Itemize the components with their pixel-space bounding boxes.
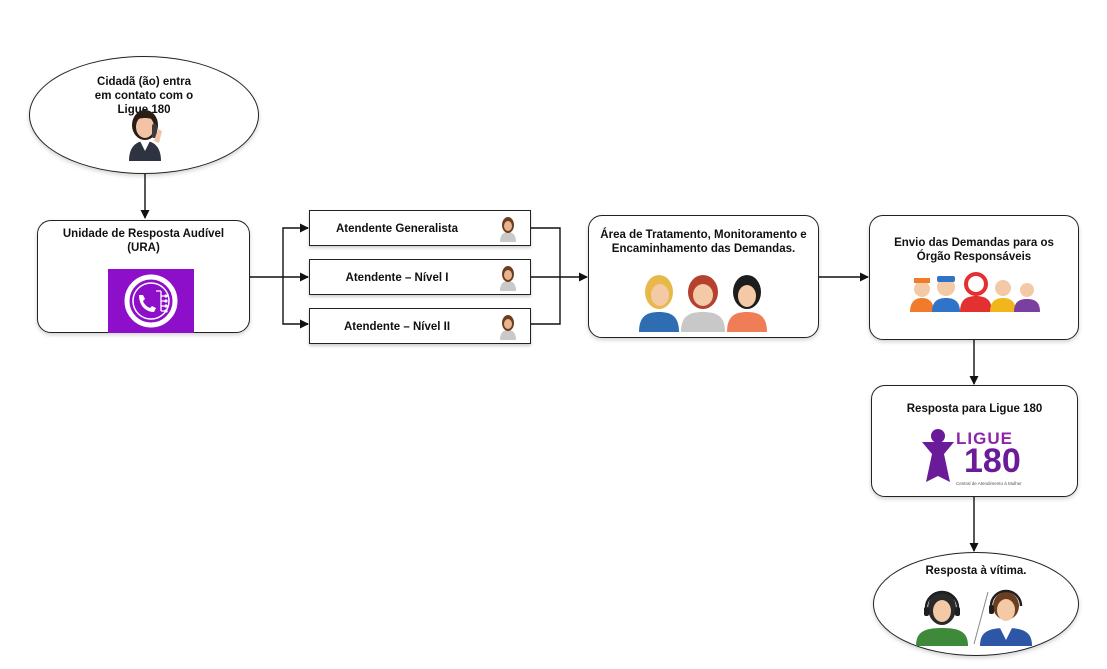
team-icon xyxy=(639,275,767,332)
start-label: Cidadã (ão) entra em contato com o Ligue… xyxy=(94,76,194,116)
victim-node: Resposta à vítima. xyxy=(873,552,1079,656)
woman-figure-icon xyxy=(922,429,954,482)
woman-phone-icon xyxy=(129,110,162,161)
agent-level2-node: Atendente – Nível II xyxy=(309,308,531,344)
agent-level2-label: Atendente – Nível II xyxy=(343,321,451,333)
dispatch-node: Envio das Demandas para os Órgão Respons… xyxy=(869,215,1079,340)
victim-label: Resposta à vítima. xyxy=(925,565,1027,577)
agent-icon xyxy=(500,315,516,340)
institutions-icon xyxy=(910,272,1040,312)
logo-tagline: Central de Atendimento à Mulher xyxy=(956,481,1022,486)
treatment-node: Área de Tratamento, Monitoramento e Enca… xyxy=(588,215,819,338)
agent-generalist-node: Atendente Generalista xyxy=(309,210,531,246)
logo-word: LIGUE xyxy=(956,429,1013,448)
agent-level1-label: Atendente – Nível I xyxy=(345,272,449,284)
response-node: Resposta para Ligue 180 LIGUE 180 Centra… xyxy=(871,385,1078,497)
ligue180-logo: LIGUE 180 Central de Atendimento à Mulhe… xyxy=(920,426,1036,492)
logo-number: 180 xyxy=(964,442,1021,480)
ura-label: Unidade de Resposta Audível (URA) xyxy=(62,228,225,254)
agent-icon xyxy=(500,266,516,291)
agent-level1-node: Atendente – Nível I xyxy=(309,259,531,295)
ura-phone-tree-icon xyxy=(108,269,194,333)
ura-node: Unidade de Resposta Audível (URA) xyxy=(37,220,250,333)
arrow-ura-to-agents xyxy=(250,227,308,325)
agent-generalist-label: Atendente Generalista xyxy=(335,223,459,235)
treatment-label: Área de Tratamento, Monitoramento e Enca… xyxy=(600,229,807,255)
call-center-icon xyxy=(916,589,1032,646)
start-node: Cidadã (ão) entra em contato com o Ligue… xyxy=(29,56,259,174)
arrow-agents-to-treatment xyxy=(531,227,587,325)
dispatch-label: Envio das Demandas para os Órgão Respons… xyxy=(894,237,1054,263)
response-label: Resposta para Ligue 180 xyxy=(906,403,1043,415)
agent-icon xyxy=(500,217,516,242)
